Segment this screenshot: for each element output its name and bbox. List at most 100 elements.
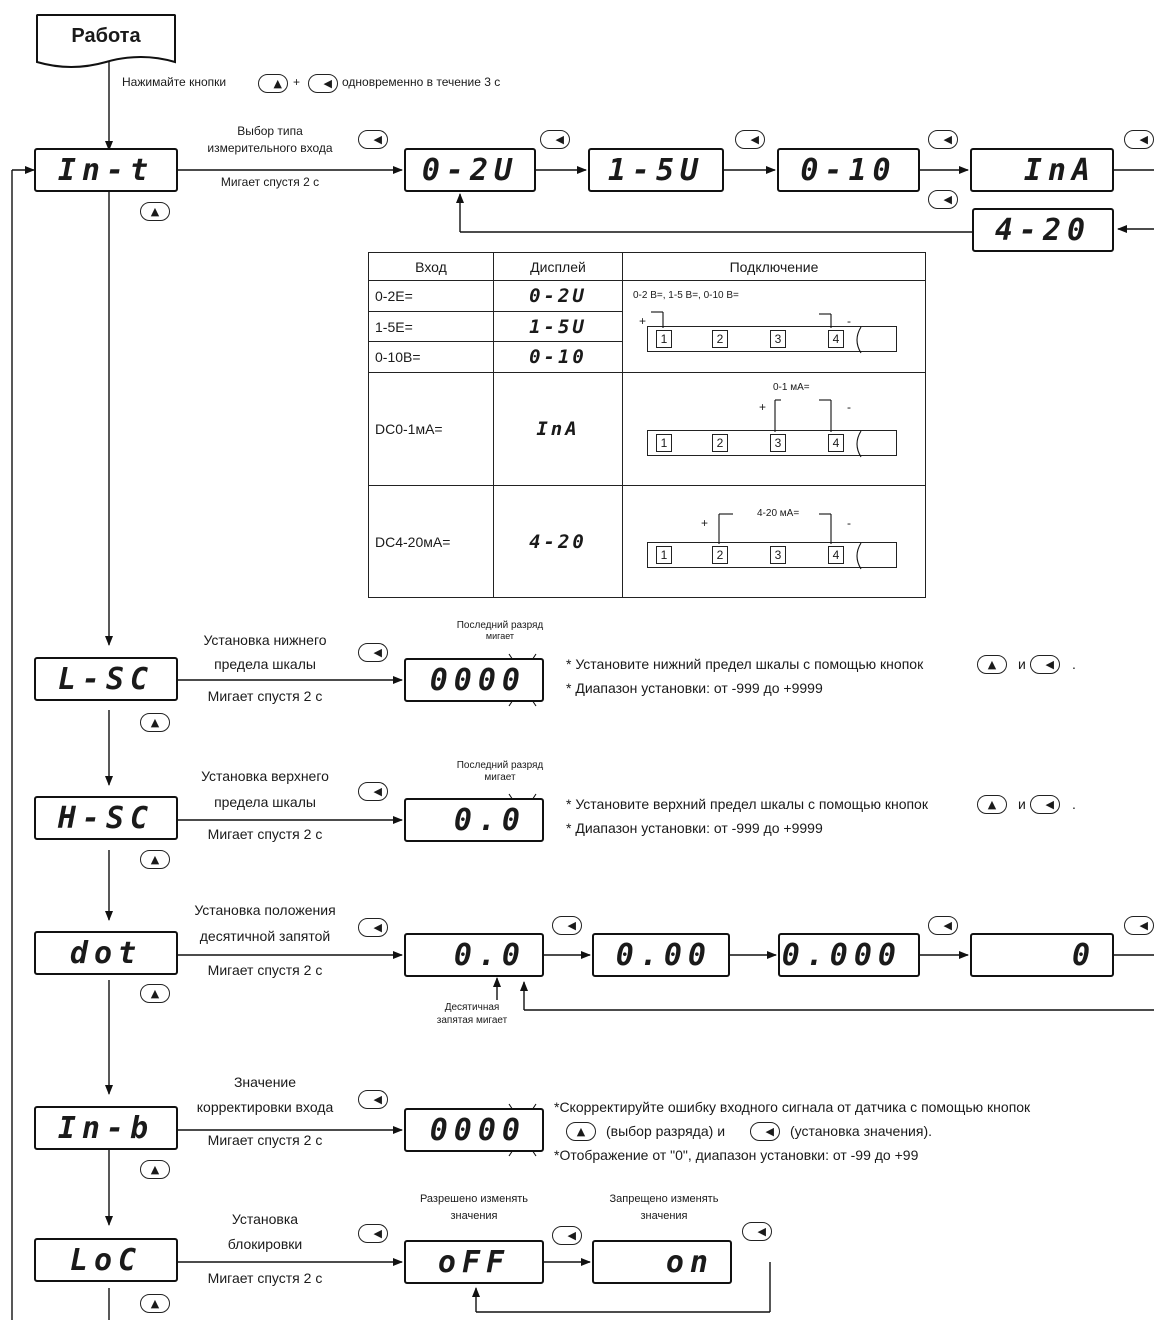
left-key[interactable]: ◀	[750, 1122, 780, 1141]
left-key[interactable]: ◀	[1030, 655, 1060, 674]
left-icon: ◀	[555, 133, 564, 146]
start-label: Работа	[71, 25, 141, 47]
and-text: и	[1018, 796, 1026, 812]
up-key[interactable]: ▲	[140, 1160, 170, 1179]
left-key[interactable]: ◀	[1124, 130, 1154, 149]
up-key[interactable]: ▲	[140, 1294, 170, 1313]
up-icon: ▲	[576, 1125, 586, 1138]
left-icon: ◀	[1045, 658, 1054, 671]
wiring-arrows	[651, 311, 862, 353]
display-option: InA	[970, 148, 1114, 192]
up-key[interactable]: ▲	[140, 713, 170, 732]
terminal: 2	[712, 434, 728, 453]
terminal-strip: 1 2 3 4	[647, 541, 897, 568]
left-key[interactable]: ◀	[308, 74, 338, 93]
instruction-text: (установка значения).	[790, 1123, 933, 1139]
step-title: блокировки	[227, 1236, 303, 1252]
blink-note: Мигает спустя 2 с	[207, 688, 323, 704]
start-hint: Нажимайте кнопки	[122, 75, 227, 89]
plus-sign: +	[293, 75, 301, 89]
left-key[interactable]: ◀	[358, 130, 388, 149]
step-title: Установка положения	[194, 902, 336, 918]
left-key[interactable]: ◀	[358, 782, 388, 801]
left-icon: ◀	[1139, 919, 1148, 932]
left-key[interactable]: ◀	[358, 918, 388, 937]
wiring-cell: 0-1 мА= + - 1 2 3 4	[622, 371, 926, 487]
instruction-text: *Отображение от "0", диапазон установки:…	[554, 1147, 919, 1163]
up-icon: ▲	[150, 987, 160, 1000]
up-key[interactable]: ▲	[140, 850, 170, 869]
start-block: Работа	[36, 14, 176, 58]
up-icon: ▲	[273, 77, 282, 90]
left-icon: ◀	[943, 133, 952, 146]
terminal: 2	[712, 329, 728, 348]
instruction-text: * Установите верхний предел шкалы с помо…	[566, 796, 928, 812]
display-option: 0-10	[777, 148, 920, 192]
display-in-b: In-b	[34, 1106, 178, 1150]
up-key[interactable]: ▲	[140, 984, 170, 1003]
display-dot: dot	[34, 931, 178, 975]
blink-note: Мигает спустя 2 с	[207, 962, 323, 978]
decimal-note: Десятичная	[444, 1002, 500, 1013]
left-key[interactable]: ◀	[1030, 795, 1060, 814]
instruction-text: * Диапазон установки: от -999 до +9999	[566, 820, 823, 836]
left-icon: ◀	[373, 921, 382, 934]
blink-digit-note: Последний разряд	[456, 760, 544, 771]
col-header: Вход	[368, 251, 494, 282]
left-key[interactable]: ◀	[358, 1224, 388, 1243]
left-key[interactable]: ◀	[358, 643, 388, 662]
up-key[interactable]: ▲	[140, 202, 170, 221]
left-key[interactable]: ◀	[735, 130, 765, 149]
wiring-arrows	[718, 513, 862, 570]
up-key[interactable]: ▲	[566, 1122, 596, 1141]
and-text: и	[1018, 656, 1026, 672]
up-key[interactable]: ▲	[977, 795, 1007, 814]
period-text: .	[1072, 656, 1076, 672]
terminal-strip: 1 2 3 4	[647, 325, 897, 352]
left-icon: ◀	[757, 1225, 766, 1238]
table-cell: DC4-20мА=	[368, 485, 494, 598]
left-icon: ◀	[943, 193, 952, 206]
blink-note: Мигает спустя 2 с	[207, 1270, 323, 1286]
step-title: Установка верхнего	[201, 768, 329, 784]
terminal: 2	[712, 545, 728, 564]
display-on: on	[592, 1240, 732, 1284]
step-title: Установка нижнего	[203, 632, 327, 648]
display-option: 0.0	[404, 933, 544, 977]
terminal: 3	[770, 329, 786, 348]
on-note: значения	[640, 1210, 688, 1222]
left-icon: ◀	[373, 646, 382, 659]
wiring-cell: 4-20 мА= + - 1 2 3 4	[622, 485, 926, 598]
left-key[interactable]: ◀	[552, 1226, 582, 1245]
period-text: .	[1072, 796, 1076, 812]
blink-digit-note: мигает	[484, 772, 516, 783]
step-title: Значение	[233, 1074, 297, 1090]
display-option: 0	[970, 933, 1114, 977]
left-key[interactable]: ◀	[540, 130, 570, 149]
table-cell: InA	[493, 371, 623, 487]
wiring-caption: 0-1 мА=	[773, 382, 810, 394]
up-icon: ▲	[150, 205, 160, 218]
plus-label: +	[639, 313, 647, 328]
up-icon: ▲	[150, 716, 160, 729]
up-key[interactable]: ▲	[258, 74, 288, 93]
left-key[interactable]: ◀	[552, 916, 582, 935]
off-note: Разрешено изменять	[419, 1193, 529, 1205]
table-cell: 4-20	[493, 485, 623, 598]
display-l-sc: L-SC	[34, 657, 178, 701]
up-icon: ▲	[987, 798, 997, 811]
up-key[interactable]: ▲	[977, 655, 1007, 674]
left-key[interactable]: ◀	[742, 1222, 772, 1241]
terminal-strip: 1 2 3 4	[647, 430, 897, 457]
left-key[interactable]: ◀	[358, 1090, 388, 1109]
start-hint-tail: одновременно в течение 3 с	[342, 75, 501, 89]
left-key[interactable]: ◀	[928, 130, 958, 149]
blink-digit-note: Последний разряд	[456, 620, 544, 631]
left-key[interactable]: ◀	[928, 916, 958, 935]
up-icon: ▲	[150, 853, 160, 866]
left-key[interactable]: ◀	[1124, 916, 1154, 935]
step-title: предела шкалы	[214, 656, 316, 672]
display-value: 0000	[404, 658, 544, 702]
left-icon: ◀	[567, 1229, 576, 1242]
left-key[interactable]: ◀	[928, 190, 958, 209]
